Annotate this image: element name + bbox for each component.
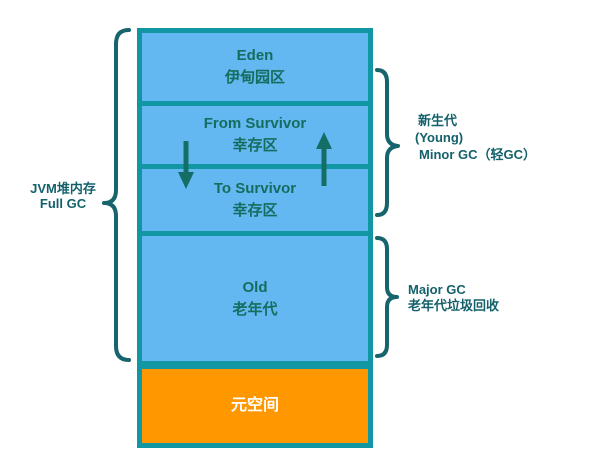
metaspace-label-zh: 元空间	[230, 397, 279, 414]
major-label-line2: 老年代垃圾回收	[408, 298, 500, 313]
old-generation-box: Old 老年代	[142, 236, 368, 361]
heap-label: JVM堆内存 Full GC	[17, 181, 109, 211]
major-gc-label: Major GC 老年代垃圾回收	[408, 282, 499, 314]
divider-old-metaspace	[142, 361, 368, 369]
divider-to-old	[142, 231, 368, 236]
divider-from-to	[142, 164, 368, 169]
eden-box: Eden 伊甸园区	[142, 33, 368, 101]
old-label-en: Old	[242, 278, 268, 296]
to-survivor-label-en: To Survivor	[213, 180, 297, 197]
heap-memory-box: Eden 伊甸园区 From Survivor 幸存区 To Survivor …	[137, 28, 373, 448]
old-gen-right-curly-brace-icon	[375, 236, 399, 358]
eden-label-zh: 伊甸园区	[224, 69, 285, 86]
from-survivor-label-en: From Survivor	[203, 115, 307, 132]
eden-label-en: Eden	[236, 47, 274, 64]
young-label-line2: (Young)	[415, 130, 464, 145]
to-survivor-label-zh: 幸存区	[232, 202, 278, 219]
heap-label-line2: Full GC	[39, 196, 87, 211]
from-survivor-label-zh: 幸存区	[232, 137, 278, 154]
divider-eden-from	[142, 101, 368, 106]
heap-label-line1: JVM堆内存	[30, 181, 96, 196]
young-label-line3: Minor GC（轻GC）	[419, 147, 536, 162]
young-gen-right-curly-brace-icon	[375, 68, 400, 217]
young-label-line1: 新生代	[418, 113, 458, 128]
young-generation-label: 新生代 (Young) Minor GC（轻GC）	[415, 112, 536, 163]
old-label-zh: 老年代	[232, 300, 278, 318]
from-survivor-box: From Survivor 幸存区	[142, 106, 368, 164]
metaspace-box: 元空间	[142, 369, 368, 443]
major-label-line1: Major GC	[408, 282, 466, 297]
to-survivor-box: To Survivor 幸存区	[142, 169, 368, 231]
